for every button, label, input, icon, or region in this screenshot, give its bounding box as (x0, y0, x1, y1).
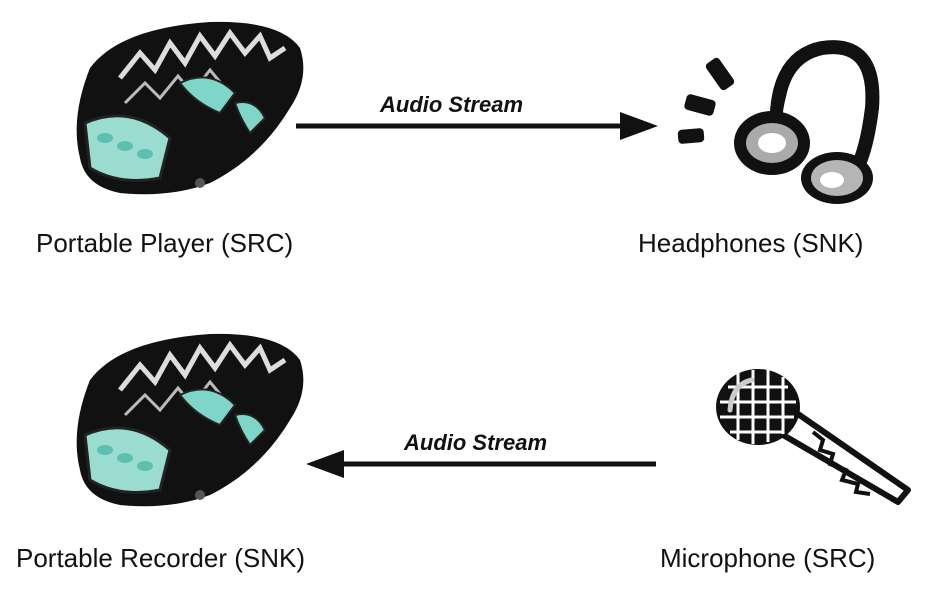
top-stream-label: Audio Stream (380, 92, 524, 117)
portable-player-label: Portable Player (SRC) (36, 228, 294, 258)
headphones-node (672, 28, 892, 208)
bottom-stream-label: Audio Stream (404, 430, 548, 455)
portable-player-node (60, 8, 330, 198)
portable-recorder-node (60, 320, 330, 510)
portable-recorder-icon (76, 333, 304, 507)
bottom-stream-arrow (306, 450, 656, 478)
microphone-node (708, 362, 913, 512)
top-stream-arrow (296, 112, 658, 140)
microphone-icon (716, 369, 911, 505)
headphones-label: Headphones (SNK) (638, 228, 864, 258)
portable-player-icon (76, 21, 304, 195)
headphones-icon (677, 40, 880, 204)
portable-recorder-label: Portable Recorder (SNK) (16, 543, 305, 573)
microphone-label: Microphone (SRC) (660, 543, 876, 573)
